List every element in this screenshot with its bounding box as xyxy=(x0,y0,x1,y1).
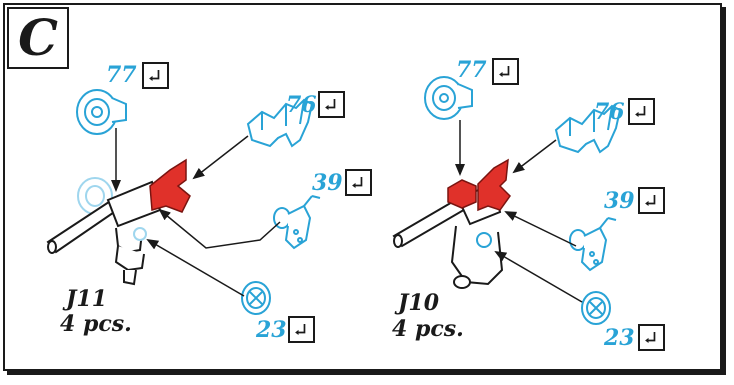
model-label-left: J11 xyxy=(66,286,108,312)
part-number-23-left: 23 xyxy=(256,317,287,343)
quantity-label-left: 4 pcs. xyxy=(60,311,132,337)
part-39-right xyxy=(569,217,617,272)
part-76-left xyxy=(246,98,314,148)
part-76-right xyxy=(554,104,622,154)
part-77-left xyxy=(76,89,127,135)
red-block-right xyxy=(447,179,477,209)
quantity-label-right: 4 pcs. xyxy=(392,316,464,342)
part-number-39-right: 39 xyxy=(604,188,635,214)
part-number-23-right: 23 xyxy=(604,325,635,351)
right-assembly xyxy=(392,76,622,325)
glue-icon xyxy=(318,91,345,118)
part-number-76-right: 76 xyxy=(594,99,625,125)
glue-icon xyxy=(638,187,665,214)
glue-icon xyxy=(628,98,655,125)
part-number-76-left: 76 xyxy=(286,92,317,118)
frame-shadow xyxy=(7,7,726,375)
glue-icon xyxy=(638,324,665,351)
glue-icon xyxy=(288,316,315,343)
glue-icon xyxy=(142,62,169,89)
left-assembly xyxy=(46,89,321,315)
glue-icon xyxy=(345,169,372,196)
gun-body-left xyxy=(46,180,162,286)
part-23-right xyxy=(581,291,611,325)
part-number-77-left: 77 xyxy=(106,62,137,88)
part-number-39-left: 39 xyxy=(312,170,343,196)
step-box: C xyxy=(7,7,69,69)
part-number-77-right: 77 xyxy=(456,57,487,83)
part-23-left xyxy=(241,281,271,315)
diagram-frame xyxy=(3,3,722,371)
red-bracket-right xyxy=(477,158,511,212)
part-39-left xyxy=(273,195,321,250)
step-letter: C xyxy=(18,8,58,67)
red-bracket-left xyxy=(149,158,191,213)
part-77-right xyxy=(424,76,473,120)
glue-icon xyxy=(492,58,519,85)
model-label-right: J10 xyxy=(398,290,440,316)
